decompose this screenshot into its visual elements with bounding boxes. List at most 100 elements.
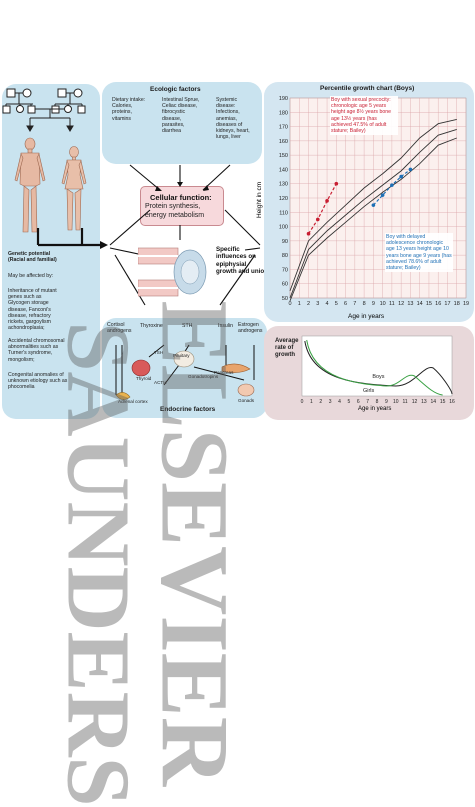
case-point: [380, 193, 385, 197]
case-point: [315, 217, 320, 222]
endocrine-thyroxine: Thyroxine: [140, 323, 163, 329]
x-tick-label: 16: [435, 301, 441, 307]
x-tick-label: 8: [363, 301, 366, 307]
genetic-heading-line1: Genetic potential: [8, 251, 51, 257]
x-tick-label: 19: [463, 301, 469, 307]
rate-x-tick-label: 3: [329, 399, 332, 405]
case-point: [334, 181, 339, 186]
percentile-line-2: [289, 128, 457, 299]
endocrine-adrenal: Adrenal cortex: [118, 399, 148, 404]
delayed-annotation: Boy with delayed adolescence chronologic…: [385, 233, 453, 273]
rate-x-tick-label: 12: [412, 399, 418, 405]
x-tick-label: 3: [316, 301, 319, 307]
y-tick-label: 50: [282, 296, 288, 302]
cellular-function-title: Cellular function:: [150, 193, 212, 202]
y-tick-label: 110: [279, 210, 288, 216]
x-tick-label: 0: [288, 301, 291, 307]
rate-x-label: Age in years: [358, 406, 392, 412]
case-point: [306, 231, 311, 236]
genetic-panel: [2, 84, 100, 419]
rate-x-tick-label: 0: [301, 399, 304, 405]
percentile-line-1: [289, 118, 457, 292]
adrenal-gland: [115, 392, 131, 400]
x-tick-label: 5: [335, 301, 338, 307]
x-tick-label: 2: [307, 301, 310, 307]
rate-title: Average rate of growth: [275, 338, 299, 358]
rate-x-tick-label: 5: [347, 399, 350, 405]
rate-x-tick-label: 13: [421, 399, 427, 405]
girls-curve: [306, 339, 443, 396]
genetic-item-congenital: Congenital anomalies of unknown etiology…: [8, 372, 68, 391]
y-tick-label: 170: [279, 125, 288, 131]
y-tick-label: 70: [282, 267, 288, 273]
case-point: [371, 203, 376, 207]
male-figure-illustration: [14, 137, 46, 233]
x-tick-label: 11: [389, 301, 395, 307]
y-tick-label: 120: [279, 196, 288, 202]
genetic-item-chromosomal: Accidental chromosomal abnormalities suc…: [8, 338, 65, 363]
ecologic-dietary: Dietary intake: Calories, proteins, vita…: [112, 97, 146, 122]
epiphysis-text: Specific influences on epiphysial growth…: [216, 246, 268, 276]
y-tick-label: 60: [282, 282, 288, 288]
x-tick-label: 7: [353, 301, 356, 307]
y-tick-label: 130: [279, 182, 288, 188]
pedigree-male-symbol: [6, 88, 16, 98]
cellular-function-box: [140, 186, 224, 226]
x-tick-label: 9: [372, 301, 375, 307]
y-tick-label: 140: [279, 167, 288, 173]
x-tick-label: 10: [380, 301, 386, 307]
y-tick-label: 160: [279, 139, 288, 145]
rate-x-tick-label: 14: [430, 399, 436, 405]
y-tick-label: 190: [279, 96, 288, 102]
rate-x-tick-label: 11: [403, 399, 408, 405]
boys-series-label: Boys: [372, 374, 384, 380]
ecologic-title: Ecologic factors: [150, 86, 201, 93]
endocrine-glands-illustration: [115, 344, 255, 400]
endocrine-estrogen: Estrogen androgens: [238, 322, 263, 335]
endocrine-pituitary: Pituitary: [173, 353, 190, 358]
percentile-x-label: Age in years: [348, 313, 385, 320]
genetic-heading-line2: (Racial and familial): [8, 257, 57, 264]
endocrine-gonads: Gonads: [238, 398, 255, 403]
y-tick-label: 180: [279, 110, 288, 116]
ecologic-panel: [102, 82, 262, 164]
rate-x-tick-label: 15: [440, 399, 446, 405]
rate-x-tick-label: 9: [385, 399, 388, 405]
rate-x-tick-label: 16: [449, 399, 455, 405]
case-point: [408, 167, 413, 172]
case-point: [325, 199, 329, 203]
ecologic-intestinal: Intestinal Sprue, Celiac disease, fibroc…: [162, 97, 200, 135]
endocrine-pancreas: Pancreas: [214, 370, 234, 375]
x-tick-label: 18: [454, 301, 460, 307]
endocrine-acth: ACTH: [154, 380, 167, 385]
rate-x-tick-label: 6: [357, 399, 360, 405]
genetic-affected-label: May be affected by:: [8, 273, 54, 279]
x-tick-label: 13: [407, 301, 413, 307]
thyroid-gland: [131, 359, 151, 377]
rate-x-tick-label: 2: [319, 399, 322, 405]
rate-x-tick-label: 1: [310, 399, 313, 405]
x-tick-label: 15: [426, 301, 432, 307]
precocity-annotation: Boy with sexual precocity: chronologic a…: [330, 96, 398, 136]
percentile-title: Percentile growth chart (Boys): [320, 85, 415, 92]
rate-plot-area: [301, 335, 453, 397]
x-tick-label: 4: [326, 301, 329, 307]
influence-arrows: [109, 164, 261, 306]
y-tick-label: 100: [279, 225, 288, 231]
y-tick-label: 90: [282, 239, 288, 245]
y-tick-label: 80: [282, 253, 288, 259]
pancreas-gland: [221, 363, 251, 373]
epiphysis-illustration: [138, 247, 207, 297]
pituitary-gland: [173, 350, 195, 368]
percentile-line-3: [289, 137, 457, 302]
endocrine-thyroid: Thyroid: [136, 376, 152, 381]
pedigree-female-symbol: [22, 88, 32, 98]
x-tick-label: 1: [298, 301, 301, 307]
ecologic-systemic: Systemic disease: Infections, anemias, d…: [216, 97, 250, 141]
cellular-function-text: Protein synthesis, energy metabolism: [145, 203, 205, 219]
gonads-gland: [237, 383, 255, 397]
case-point: [390, 183, 394, 187]
endocrine-cortisol: Cortisol androgens: [107, 322, 132, 335]
genetic-heading: Genetic potential (Racial and familial): [8, 251, 98, 263]
